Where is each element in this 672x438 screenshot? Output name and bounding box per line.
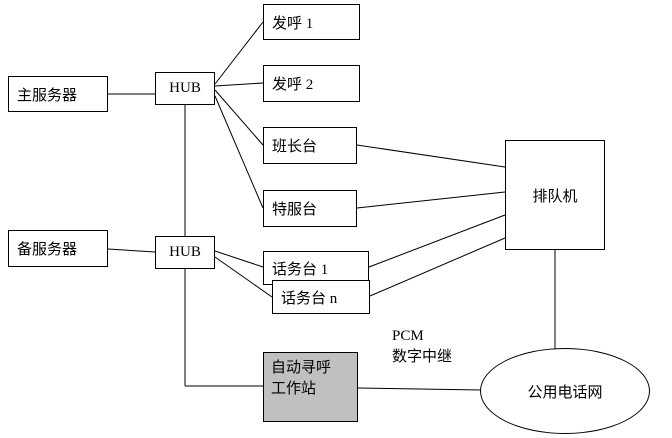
connector-hub-caller2 <box>214 82 264 87</box>
connector-hub-specialservice <box>214 95 264 209</box>
hub-bottom-label: HUB <box>169 244 201 260</box>
node-queue-machine: 排队机 <box>505 140 605 250</box>
public-telephone-network-label: 公用电话网 <box>527 384 603 401</box>
backup-server-label: 备服务器 <box>17 242 78 258</box>
connector-hub2-operatorn <box>214 256 273 298</box>
caller-2-label: 发呼 2 <box>272 77 314 93</box>
node-auto-paging-workstation: 自动寻呼 工作站 <box>263 352 358 422</box>
supervisor-console-label: 班长台 <box>272 139 318 155</box>
node-caller-1: 发呼 1 <box>263 4 360 40</box>
hub-top-label: HUB <box>169 80 201 96</box>
connector-specialservice-queue <box>356 191 506 209</box>
connector-backupserver-hub <box>107 248 156 253</box>
auto-paging-workstation-label-line2: 工作站 <box>271 381 317 397</box>
connector-supervisor-queue <box>356 144 506 168</box>
main-server-label: 主服务器 <box>17 87 78 104</box>
operator-console-1-label: 话务台 1 <box>272 261 329 278</box>
connector-hub-supervisor <box>214 89 264 146</box>
node-hub-bottom: HUB <box>155 236 215 269</box>
node-operator-console-1: 话务台 1 <box>263 251 369 285</box>
node-special-service-console: 特服台 <box>263 190 357 227</box>
node-public-telephone-network: 公用电话网 <box>480 348 650 434</box>
operator-console-n-label: 话务台 n <box>281 290 338 307</box>
node-backup-server: 备服务器 <box>8 230 108 267</box>
node-hub-top: HUB <box>155 72 215 105</box>
node-supervisor-console: 班长台 <box>263 127 357 164</box>
queue-machine-label: 排队机 <box>532 188 578 205</box>
special-service-console-label: 特服台 <box>272 202 318 218</box>
connector-operatorn-queue <box>369 237 506 297</box>
auto-paging-workstation-label-line1: 自动寻呼 <box>271 360 332 376</box>
connector-paging-pstn <box>357 387 482 391</box>
node-main-server: 主服务器 <box>8 76 108 112</box>
pcm-trunk-label-line1: PCM <box>392 328 424 344</box>
node-operator-console-n: 话务台 n <box>272 280 370 314</box>
node-caller-2: 发呼 2 <box>263 65 360 102</box>
caller-1-label: 发呼 1 <box>272 15 314 32</box>
pcm-trunk-label: PCM 数字中继 <box>392 326 452 368</box>
connector-hub-caller1 <box>214 21 264 85</box>
pcm-trunk-label-line2: 数字中继 <box>392 349 453 365</box>
connector-operator1-queue <box>368 214 506 268</box>
connector-hub2-operator1 <box>214 250 264 268</box>
